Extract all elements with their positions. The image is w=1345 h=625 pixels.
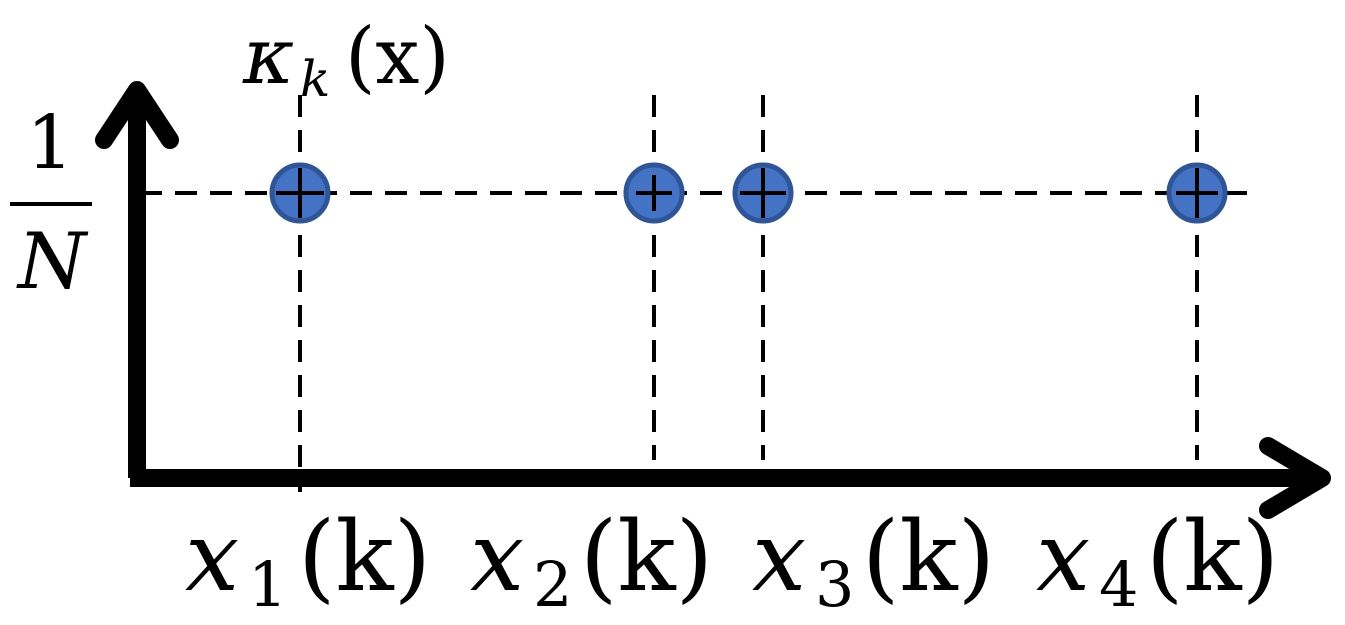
x-tick-4-var: x: [1036, 501, 1090, 613]
x-tick-1-arg: (k): [298, 501, 431, 613]
y-tick-numerator: 1: [26, 100, 73, 186]
x-tick-2-arg: (k): [580, 501, 713, 613]
y-axis-label-main: κ: [242, 12, 294, 102]
x-tick-4-sub: 4: [1099, 548, 1138, 621]
x-tick-3-arg: (k): [862, 501, 995, 613]
y-axis-label-sub: k: [300, 50, 330, 108]
point-crosshairs: [276, 168, 1218, 218]
x-tick-label-1: x 1 (k): [185, 501, 431, 621]
y-axis-label-arg: (x): [345, 12, 450, 102]
x-tick-1-var: x: [185, 501, 239, 613]
x-tick-2-var: x: [470, 501, 524, 613]
x-tick-3-sub: 3: [815, 548, 854, 621]
x-tick-label-4: x 4 (k): [1036, 501, 1279, 621]
y-tick-denominator: N: [16, 217, 89, 307]
x-tick-label-2: x 2 (k): [470, 501, 713, 621]
x-tick-1-sub: 1: [248, 548, 287, 621]
x-axis: [130, 437, 1331, 519]
y-tick-label: 1 N: [10, 100, 92, 307]
x-tick-4-arg: (k): [1146, 501, 1279, 613]
y-axis: [95, 81, 179, 478]
x-tick-label-3: x 3 (k): [752, 501, 995, 621]
x-tick-3-var: x: [752, 501, 806, 613]
x-tick-2-sub: 2: [533, 548, 572, 621]
y-axis-label: κ k (x): [242, 12, 450, 108]
